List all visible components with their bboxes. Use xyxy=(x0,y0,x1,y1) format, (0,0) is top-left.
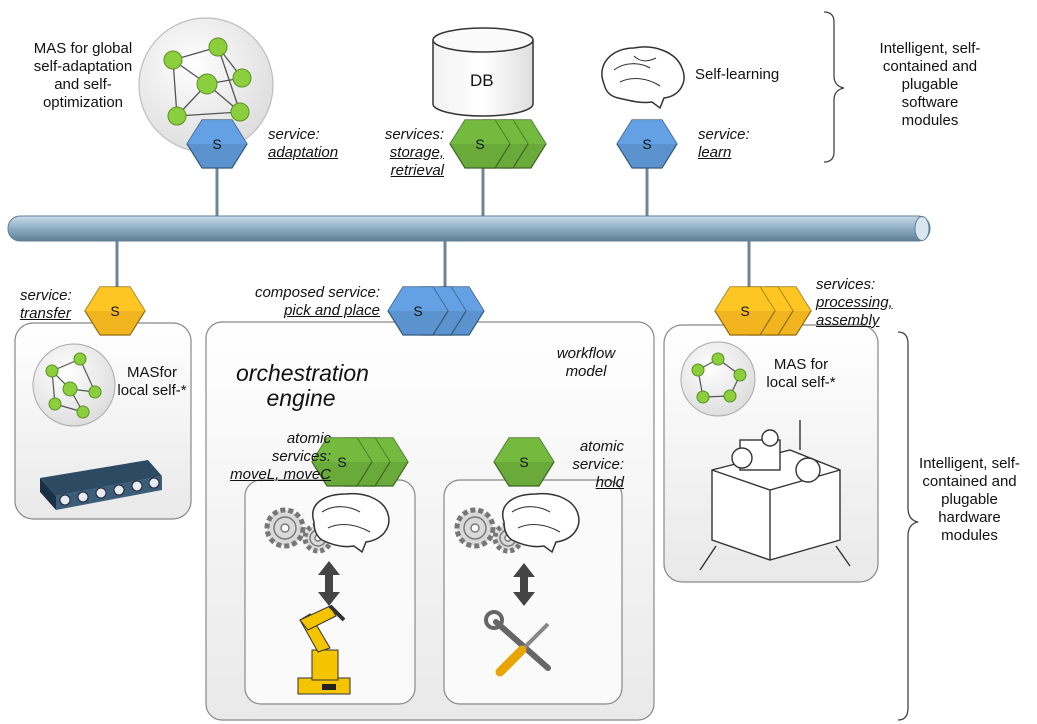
conveyor-belt-icon xyxy=(40,460,162,510)
service-storage-icon: S xyxy=(449,119,511,169)
brain-icon-top xyxy=(601,46,685,110)
storage-service-name-1: storage, xyxy=(389,144,444,161)
adaptation-service-prefix: service: xyxy=(268,126,320,143)
global-mas-circle xyxy=(138,17,274,153)
learn-service-prefix: service: xyxy=(698,126,750,143)
db-label: DB xyxy=(470,71,494,90)
software-modules-label: Intelligent, self- contained and plugabl… xyxy=(850,40,1010,130)
service-learn-icon: S xyxy=(616,119,678,169)
right-module-label: MAS for local self-* xyxy=(756,356,846,392)
workflow-line-2: model xyxy=(565,363,607,380)
adaptation-service-name: adaptation xyxy=(268,144,339,161)
global-mas-line-3: and self- xyxy=(54,76,112,93)
global-mas-label: MAS for global self-adaptation and self-… xyxy=(18,40,148,112)
service-hold-icon-glyph: S xyxy=(519,454,528,470)
storage-service-label: services: storage, retrieval xyxy=(376,126,444,180)
processing-service-name-2: assembly xyxy=(816,312,880,329)
left-module-line-1: MASfor xyxy=(126,364,177,381)
atomic-move-line-1: atomic xyxy=(286,430,331,447)
atomic-hold-line-1: atomic xyxy=(579,438,624,455)
transfer-service-prefix: service: xyxy=(20,287,72,304)
database-icon xyxy=(432,27,534,117)
workflow-model-label: workflow model xyxy=(546,345,626,381)
composed-service-prefix: composed service: xyxy=(254,284,380,301)
service-pick-and-place-icon-glyph: S xyxy=(413,303,422,319)
storage-service-name-2: retrieval xyxy=(390,162,444,179)
self-learning-label: Self-learning xyxy=(695,66,780,83)
processing-service-name-1: processing, xyxy=(816,294,893,311)
hardware-modules-line-4: hardware xyxy=(938,509,1001,526)
service-storage-icon-glyph: S xyxy=(475,136,484,152)
bidirectional-arrow-robot xyxy=(318,561,340,606)
service-transfer-icon: S xyxy=(84,286,146,336)
hardware-modules-line-2: contained and xyxy=(922,473,1017,490)
right-module-line-2: local self-* xyxy=(766,374,836,391)
learn-service-label: service: learn xyxy=(698,126,750,162)
atomic-hold-label: atomic service: hold xyxy=(548,438,624,492)
left-module-line-2: local self-* xyxy=(117,382,187,399)
learn-service-name: learn xyxy=(698,144,732,161)
orchestration-line-1: orchestration xyxy=(236,360,369,386)
transfer-service-label: service: transfer xyxy=(20,287,72,323)
global-mas-line-1: MAS for global xyxy=(33,40,133,57)
brain-icon-robot xyxy=(312,492,390,554)
adaptation-service-label: service: adaptation xyxy=(268,126,338,162)
orchestration-line-2: engine xyxy=(266,385,336,411)
software-modules-line-3: plugable xyxy=(901,76,959,93)
bus-connectors xyxy=(115,168,751,290)
software-modules-line-2: contained and xyxy=(882,58,978,75)
software-modules-line-5: modules xyxy=(901,112,959,129)
right-module-line-1: MAS for xyxy=(773,356,829,373)
workflow-line-1: workflow xyxy=(556,345,616,362)
service-transfer-icon-glyph: S xyxy=(110,303,119,319)
local-mas-circle-right xyxy=(680,341,756,417)
service-adaptation-icon: S xyxy=(186,119,248,169)
service-adaptation-icon-glyph: S xyxy=(212,136,221,152)
hardware-modules-line-1: Intelligent, self- xyxy=(919,455,1020,472)
global-mas-line-2: self-adaptation xyxy=(33,58,133,75)
industrial-robot-icon xyxy=(297,604,351,695)
hardware-modules-line-5: modules xyxy=(941,527,998,544)
storage-service-prefix: services: xyxy=(384,126,444,143)
service-pick-and-place-icon: S xyxy=(387,286,449,336)
left-module-label: MASfor local self-* xyxy=(112,364,192,400)
processing-service-label: services: processing, assembly xyxy=(816,276,893,330)
software-modules-line-1: Intelligent, self- xyxy=(879,40,981,57)
local-mas-circle-left xyxy=(32,343,116,427)
hardware-modules-line-3: plugable xyxy=(941,491,998,508)
processing-service-prefix: services: xyxy=(816,276,876,293)
atomic-move-line-2: services: xyxy=(271,448,331,465)
software-modules-brace xyxy=(823,11,845,163)
brain-icon-tool xyxy=(502,492,580,554)
atomic-move-names: moveL, moveC xyxy=(230,466,331,483)
hardware-modules-brace xyxy=(897,331,919,721)
service-move-icon-glyph: S xyxy=(337,454,346,470)
global-mas-line-4: optimization xyxy=(42,94,124,111)
composed-service-name: pick and place xyxy=(284,302,380,319)
orchestration-engine-label: orchestration engine xyxy=(236,360,369,411)
service-processing-icon: S xyxy=(714,286,776,336)
service-move-icon: S xyxy=(311,437,373,487)
wrench-screwdriver-icon xyxy=(484,610,551,677)
atomic-hold-name: hold xyxy=(595,474,624,491)
service-learn-icon-glyph: S xyxy=(642,136,651,152)
bidirectional-arrow-tool xyxy=(513,563,535,606)
atomic-hold-line-2: service: xyxy=(572,456,624,473)
processing-machine-icon xyxy=(699,420,851,571)
atomic-move-label: atomic services: moveL, moveC xyxy=(196,430,331,484)
service-processing-icon-glyph: S xyxy=(740,303,749,319)
composed-service-label: composed service: pick and place xyxy=(240,284,380,320)
service-bus xyxy=(7,215,931,242)
hardware-modules-label: Intelligent, self- contained and plugabl… xyxy=(902,455,1037,545)
service-icons: S S S S S S S S xyxy=(84,119,812,487)
software-modules-line-4: software xyxy=(901,94,959,111)
service-hold-icon: S xyxy=(493,437,555,487)
transfer-service-name: transfer xyxy=(20,305,71,322)
